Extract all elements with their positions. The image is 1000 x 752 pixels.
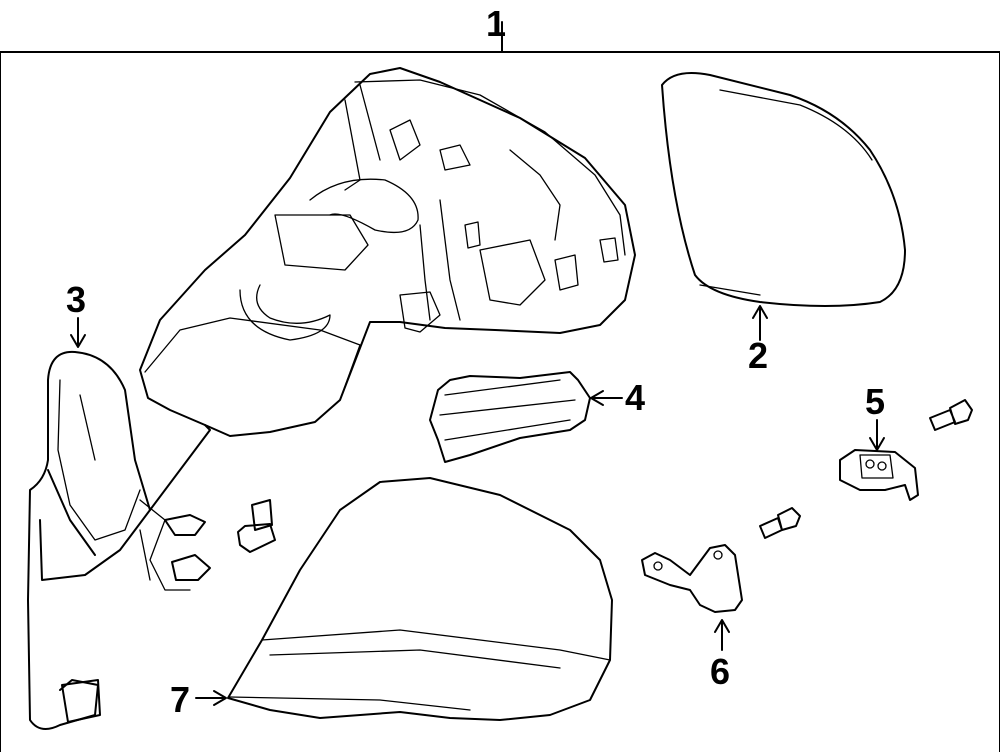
mirror-glass: [661, 72, 906, 307]
callout-5-arrow: [869, 419, 885, 451]
callout-2-arrow: [752, 305, 768, 341]
mirror-cover: [227, 477, 613, 721]
callout-4-arrow: [590, 390, 623, 406]
bracket-5: [839, 449, 919, 501]
callout-4-label: 4: [625, 377, 645, 418]
turn-signal-lamp: [429, 371, 591, 463]
screw-6: [759, 507, 801, 539]
callout-6-label: 6: [710, 651, 730, 692]
callout-6-arrow: [714, 619, 730, 651]
callout-5-label: 5: [865, 381, 885, 422]
callout-1-label: 1: [486, 3, 506, 44]
screw-5: [929, 399, 973, 431]
screw-loose: [237, 499, 276, 553]
callout-3-label: 3: [66, 279, 86, 320]
callout-7-arrow: [195, 690, 227, 706]
callout-7-label: 7: [170, 679, 190, 720]
callout-2-label: 2: [748, 335, 768, 376]
mirror-base-housing: [139, 67, 636, 437]
mirror-harness: [27, 350, 211, 730]
callout-3-arrow: [70, 317, 86, 348]
assembly-bracket: [0, 21, 1000, 752]
bracket-6: [641, 544, 743, 613]
